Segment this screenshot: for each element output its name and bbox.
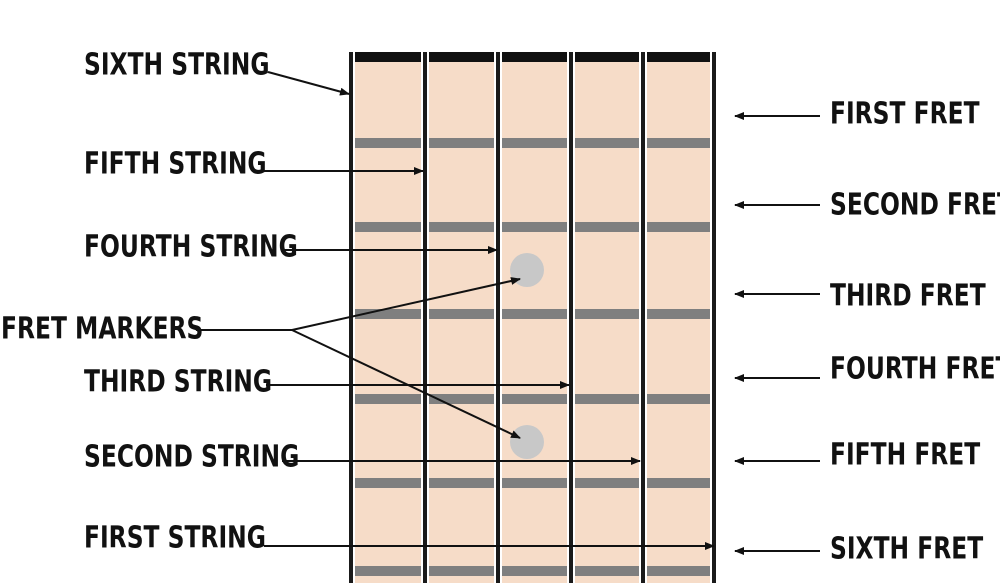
fret-wire [350,222,714,232]
arrows [196,71,820,555]
label-first-string: FIRST STRING [84,521,266,556]
arrow-sixth-string [267,71,350,96]
label-fifth-string: FIFTH STRING [84,147,267,182]
label-fourth-string: FOURTH STRING [84,230,298,265]
fret-wire [350,566,714,576]
label-sixth-string: SIXTH STRING [84,48,270,83]
fret-wire [350,138,714,148]
fret-wire [350,478,714,488]
first-string [712,52,716,583]
label-fifth-fret: FIFTH FRET [830,438,981,473]
fret-wire [350,394,714,404]
label-second-string: SECOND STRING [84,440,299,475]
nut [350,52,714,62]
arrow-fret-marker-upper [291,277,521,331]
arrow-fret-marker-lower [291,329,521,439]
label-fourth-fret: FOURTH FRET [830,352,1000,387]
third-string [569,52,573,583]
fifth-string [423,52,427,583]
fret-marker [510,253,544,287]
fret-marker [510,425,544,459]
label-first-fret: FIRST FRET [830,97,980,132]
second-string [641,52,645,583]
label-third-fret: THIRD FRET [830,279,986,314]
label-second-fret: SECOND FRET [830,188,1000,223]
fourth-string [496,52,500,583]
label-third-string: THIRD STRING [84,365,272,400]
label-sixth-fret: SIXTH FRET [830,532,984,567]
label-fret-markers: FRET MARKERS [1,312,203,347]
fret-wire [350,309,714,319]
